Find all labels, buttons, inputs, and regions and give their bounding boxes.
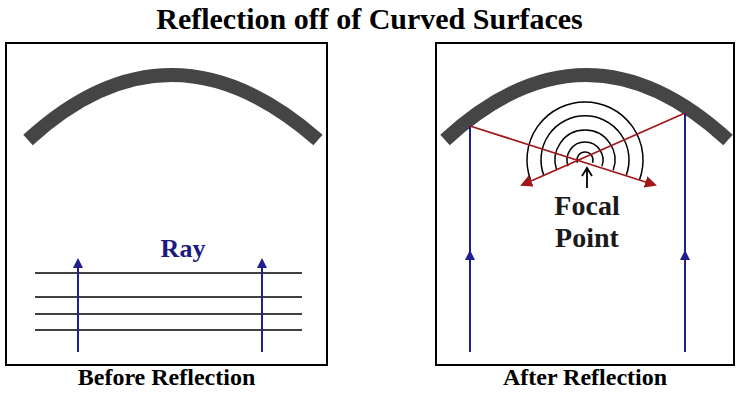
label-holder: Focal Point (534, 190, 640, 254)
incident-rays (470, 113, 685, 352)
title-holder: Reflection off of Curved Surfaces (0, 2, 739, 36)
focal-pointer (582, 168, 592, 188)
converging-waves (527, 102, 643, 180)
diagram-title: Reflection off of Curved Surfaces (0, 2, 739, 36)
curved-mirror (28, 75, 318, 140)
reflected-rays (470, 113, 685, 185)
panel-caption: After Reflection (437, 364, 733, 391)
panel-caption: Before Reflection (7, 364, 326, 391)
diagram-label: Focal Point (534, 190, 640, 254)
incident-rays (78, 260, 262, 352)
diagram-label: Ray (140, 234, 226, 264)
diagram-panel: Before Reflection (5, 42, 328, 366)
label-holder: Ray (140, 234, 226, 264)
